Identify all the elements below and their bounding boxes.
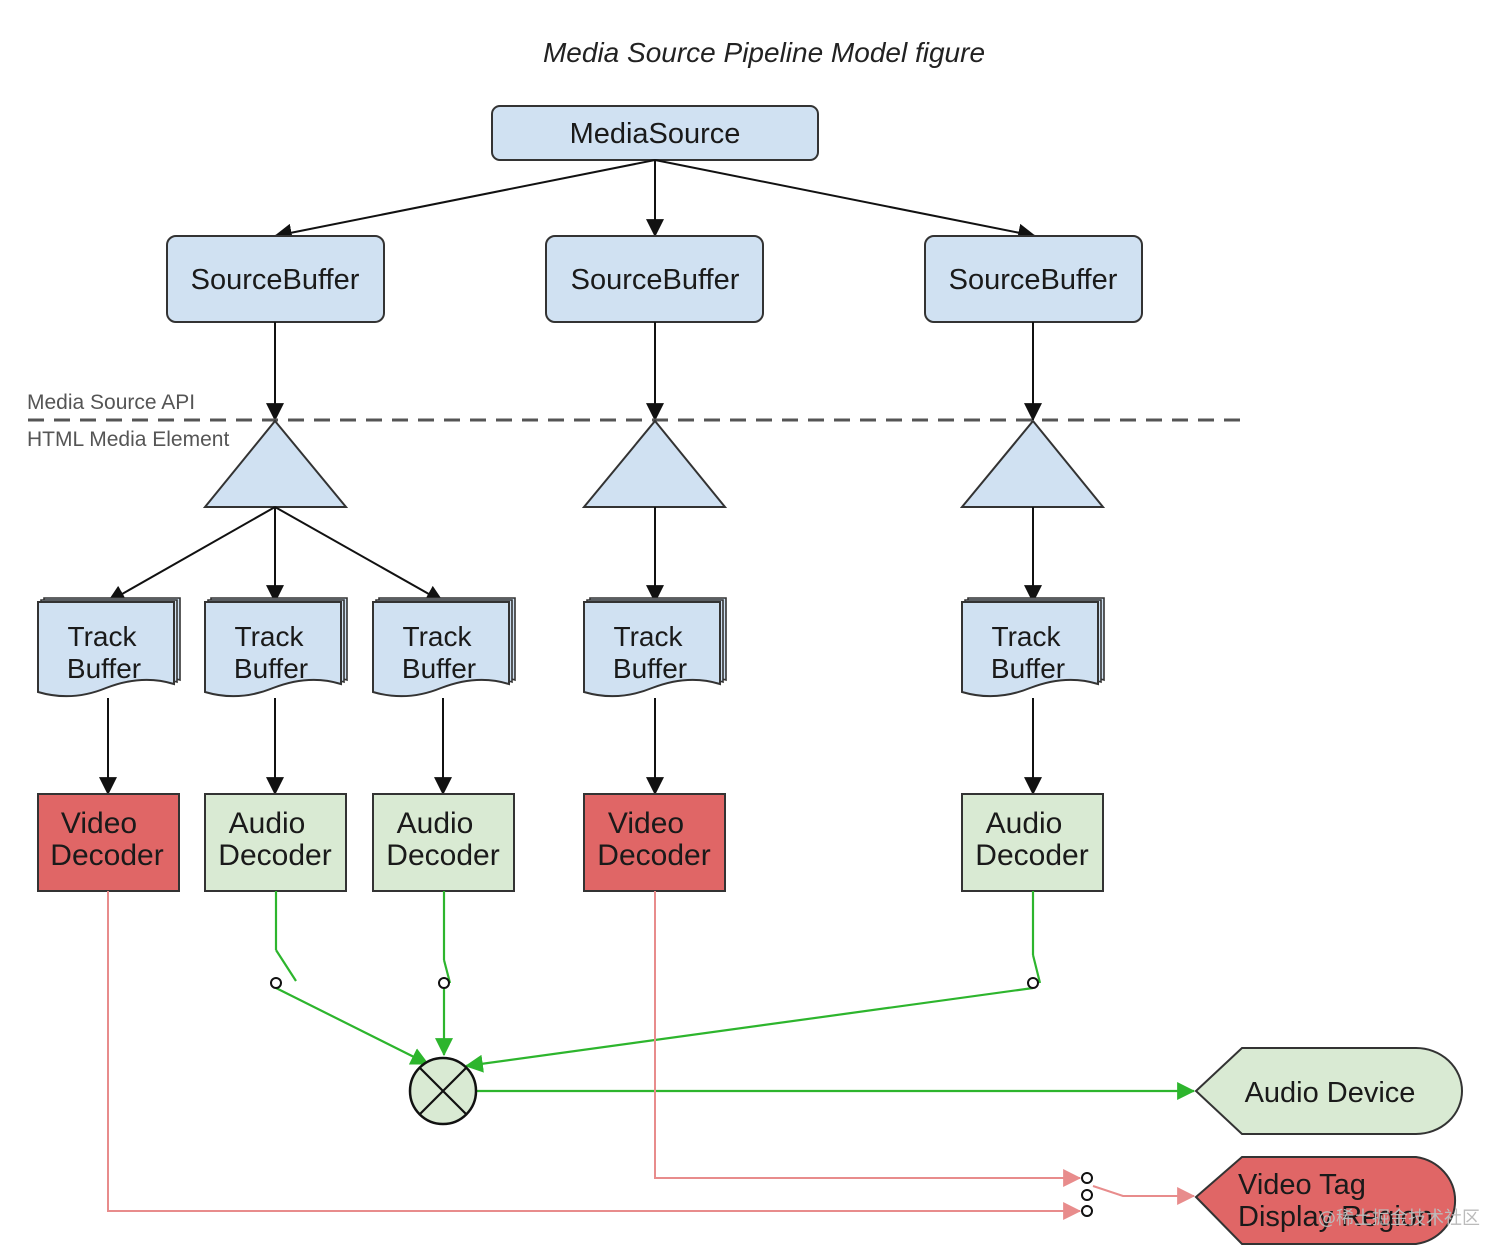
track-buffer-line1: Track (235, 621, 305, 652)
audio-device-output: Audio Device (1194, 1047, 1463, 1135)
track-buffer-line1: Track (614, 621, 684, 652)
video-decoder-2: Video Decoder (583, 793, 726, 892)
video-tag-output: Video Tag Display Region (1194, 1156, 1457, 1245)
media-source-connectors (273, 159, 1037, 242)
media-source-api-label: Media Source API (27, 391, 195, 414)
html-media-element-label: HTML Media Element (27, 428, 229, 451)
video-tag-line2: Display Region (1238, 1201, 1433, 1233)
track-buffer-connectors (99, 698, 1042, 796)
decoder-line1: Video (608, 807, 684, 840)
video-switch-contacts (1081, 1172, 1093, 1217)
decoder-line1: Audio (397, 807, 474, 840)
decoder-line1: Audio (986, 807, 1063, 840)
track-buffer-line1: Track (403, 621, 473, 652)
track-buffer-line1: Track (992, 621, 1062, 652)
track-buffer-line2: Buffer (991, 653, 1065, 684)
source-buffer-label: SourceBuffer (191, 264, 360, 296)
api-boundary: Media Source API HTML Media Element (27, 391, 1248, 451)
audio-decoder-3: Audio Decoder (961, 793, 1104, 892)
track-buffer-1: Track Buffer (37, 597, 181, 698)
diagram-title: Media Source Pipeline Model figure (543, 37, 985, 68)
track-buffer-line2: Buffer (67, 653, 141, 684)
audio-signal-paths (274, 891, 1196, 1100)
track-buffer-line2: Buffer (402, 653, 476, 684)
audio-device-label: Audio Device (1245, 1077, 1416, 1109)
source-buffer-3: SourceBuffer (924, 235, 1143, 323)
track-buffer-4: Track Buffer (583, 597, 727, 698)
track-buffer-line2: Buffer (234, 653, 308, 684)
track-buffer-2: Track Buffer (204, 597, 348, 698)
track-buffer-5: Track Buffer (961, 597, 1105, 698)
media-source-node: MediaSource (491, 105, 819, 161)
watermark-text: @稀土掘金技术社区 (1318, 1208, 1480, 1229)
decoder-line2: Decoder (218, 839, 331, 872)
source-buffer-label: SourceBuffer (571, 264, 740, 296)
audio-mixer (408, 1056, 478, 1126)
audio-decoder-1: Audio Decoder (204, 793, 347, 892)
decoder-line2: Decoder (386, 839, 499, 872)
demux-triangle-3 (959, 419, 1106, 508)
track-buffer-line2: Buffer (613, 653, 687, 684)
video-decoder-1: Video Decoder (37, 793, 180, 892)
source-buffer-connectors (266, 322, 1042, 422)
decoder-line2: Decoder (50, 839, 163, 872)
source-buffer-1: SourceBuffer (166, 235, 385, 323)
decoder-line2: Decoder (597, 839, 710, 872)
track-buffer-3: Track Buffer (372, 597, 516, 698)
decoder-line2: Decoder (975, 839, 1088, 872)
audio-decoder-2: Audio Decoder (372, 793, 515, 892)
video-signal-paths (107, 891, 1196, 1220)
demux-connectors (107, 506, 1042, 604)
track-buffer-line1: Track (68, 621, 138, 652)
demux-triangle-2 (581, 419, 728, 508)
media-source-label: MediaSource (570, 118, 741, 150)
decoder-line1: Video (61, 807, 137, 840)
decoder-line1: Audio (229, 807, 306, 840)
video-tag-line1: Video Tag (1238, 1169, 1366, 1201)
source-buffer-2: SourceBuffer (545, 235, 764, 323)
switch-contacts (270, 977, 1039, 989)
source-buffer-label: SourceBuffer (949, 264, 1118, 296)
